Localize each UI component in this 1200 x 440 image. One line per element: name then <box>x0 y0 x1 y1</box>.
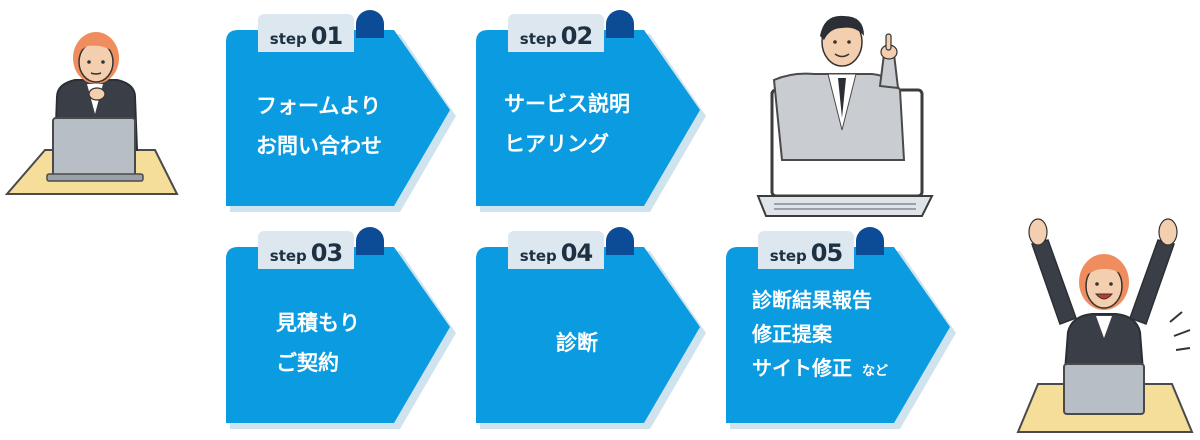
step-number: 03 <box>310 239 343 267</box>
step-tab: step 05 <box>758 231 854 269</box>
step-description: サービス説明 ヒアリング <box>504 84 630 164</box>
step-tab-knob <box>606 10 634 38</box>
step-text-line: サービス説明 <box>504 92 630 116</box>
step-text-suffix: など <box>862 364 889 379</box>
step-text-line: ご契約 <box>276 351 339 375</box>
step-tab-knob <box>356 227 384 255</box>
step-word: step <box>269 247 307 265</box>
woman-at-laptop-illustration <box>5 32 179 195</box>
step-card-02: step 02 サービス説明 ヒアリング <box>472 6 712 216</box>
step-number: 04 <box>560 239 593 267</box>
step-tab-knob <box>856 227 884 255</box>
step-tab: step 02 <box>508 14 604 52</box>
step-card-03: step 03 見積もり ご契約 <box>222 223 462 433</box>
step-tab: step 01 <box>258 14 354 52</box>
step-card-05: step 05 診断結果報告 修正提案 サイト修正など <box>722 223 962 433</box>
step-text-line: ヒアリング <box>504 132 609 156</box>
step-card-01: step 01 フォームより お問い合わせ <box>222 6 462 216</box>
step-description: 見積もり ご契約 <box>276 303 360 383</box>
step-number: 05 <box>810 239 843 267</box>
step-description: 診断結果報告 修正提案 サイト修正など <box>752 283 888 389</box>
step-word: step <box>269 30 307 48</box>
step-description: フォームより お問い合わせ <box>256 86 382 166</box>
step-tab: step 04 <box>508 231 604 269</box>
step-tab-knob <box>356 10 384 38</box>
step-number: 02 <box>560 22 593 50</box>
step-tab: step 03 <box>258 231 354 269</box>
step-card-04: step 04 診断 <box>472 223 712 433</box>
step-text-line: 修正提案 <box>752 322 832 346</box>
celebrating-woman-illustration <box>1016 218 1194 433</box>
step-text-line: お問い合わせ <box>256 134 382 158</box>
step-description: 診断 <box>556 323 598 363</box>
step-word: step <box>519 247 557 265</box>
businessman-in-laptop-illustration <box>756 15 934 217</box>
step-text-line: 見積もり <box>276 311 360 335</box>
step-text-line-main: サイト修正 <box>752 356 852 380</box>
step-word: step <box>519 30 557 48</box>
step-word: step <box>769 247 807 265</box>
step-text-line: フォームより <box>256 94 381 118</box>
step-text-line: サイト修正など <box>752 351 888 389</box>
step-text-line: 診断 <box>556 331 598 355</box>
step-number: 01 <box>310 22 343 50</box>
step-tab-knob <box>606 227 634 255</box>
step-text-line: 診断結果報告 <box>752 288 872 312</box>
